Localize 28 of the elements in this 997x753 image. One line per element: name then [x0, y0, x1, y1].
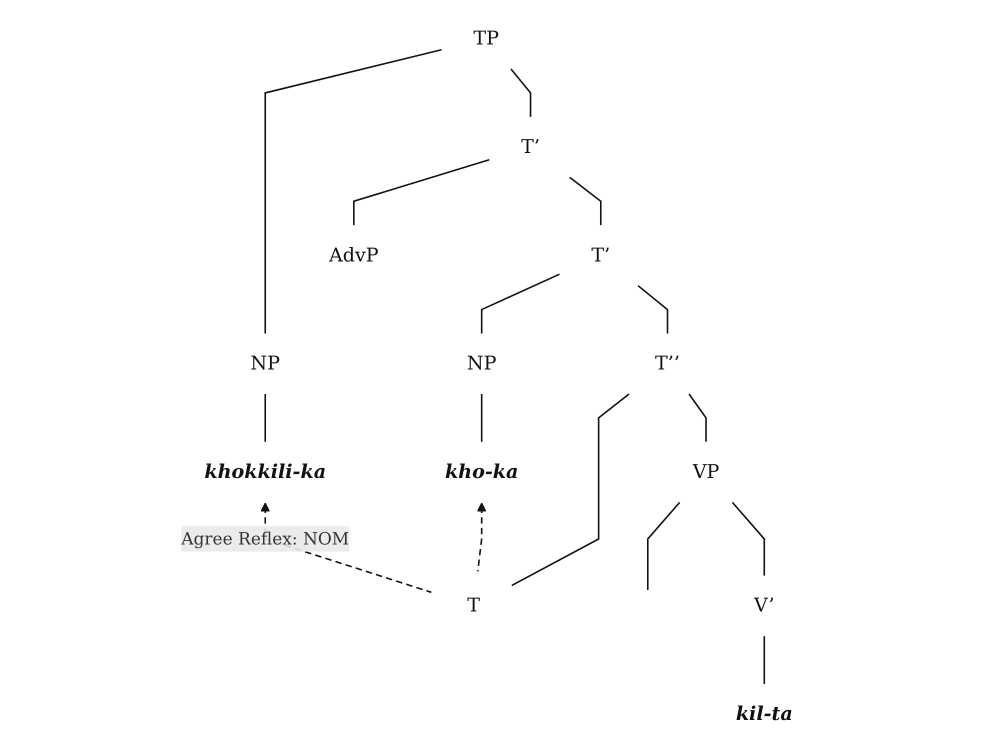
node-text: VP: [692, 460, 720, 484]
branch-line: [510, 68, 532, 117]
node-text: T’’: [654, 352, 680, 375]
node-text: AdvP: [328, 244, 379, 267]
edge-label: Agree Reflex: NOM: [181, 528, 350, 549]
branch-line: [732, 502, 766, 576]
branch-line: [264, 394, 266, 442]
branch-line: [638, 285, 668, 334]
branch-line: [646, 502, 680, 590]
node-text: NP: [466, 352, 496, 375]
node-text: NP: [250, 352, 280, 375]
node-text: T: [467, 594, 480, 618]
branch-line: [480, 273, 560, 334]
branch-line: [511, 393, 630, 586]
branch-line: [688, 394, 707, 442]
node-text: T’: [521, 136, 540, 158]
node-text: T’: [591, 244, 610, 267]
node-text: V’: [754, 594, 775, 618]
branch-line: [352, 158, 490, 226]
node-text: kil-ta: [736, 703, 793, 726]
node-text: khokkili-ka: [204, 460, 326, 484]
branch-line: [763, 636, 766, 684]
branch-line: [569, 176, 602, 226]
branch-line: [264, 48, 442, 334]
dashed-arrow: [476, 502, 486, 572]
node-text: kho-ka: [444, 460, 518, 484]
branch-line: [480, 394, 482, 442]
node-text: TP: [473, 28, 499, 50]
